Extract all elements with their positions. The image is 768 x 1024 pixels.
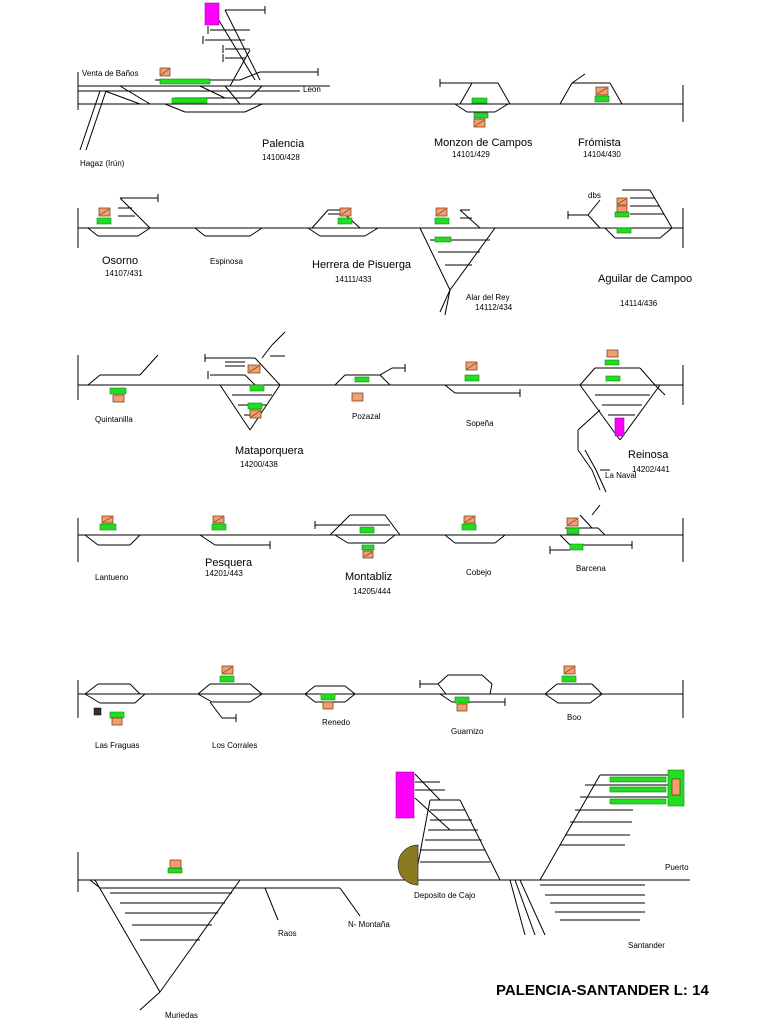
label-alar: Alar del Rey (466, 293, 510, 302)
label-pozazal: Pozazal (352, 412, 381, 421)
label-deposito: Deposito de Cajo (414, 891, 476, 900)
label-espinosa: Espinosa (210, 257, 243, 266)
label-sopena: Sopeña (466, 419, 494, 428)
label-los-corrales: Los Corrales (212, 741, 257, 750)
label-herrera-code: 14111/433 (335, 275, 372, 284)
label-raos: Raos (278, 929, 297, 938)
label-osorno-code: 14107/431 (105, 269, 143, 278)
label-montabliz: Montabliz (345, 571, 392, 583)
label-quintanilla: Quintanilla (95, 415, 133, 424)
label-montabliz-code: 14205/444 (353, 587, 391, 596)
station-labels: Venta de Baños Leon Hagaz (Irún) Palenci… (80, 69, 709, 1020)
label-palencia-code: 14100/428 (262, 153, 300, 162)
row-1-facilities (159, 2, 610, 128)
label-lantueno: Lantueno (95, 573, 129, 582)
turntable-icon (397, 844, 419, 886)
line-title: PALENCIA-SANTANDER L: 14 (496, 982, 709, 999)
row-3-tracks (77, 331, 684, 493)
label-reinosa: Reinosa (628, 449, 669, 461)
row-5-facilities (93, 665, 577, 726)
label-mataporquera-code: 14200/438 (240, 460, 278, 469)
label-boo: Boo (567, 713, 582, 722)
label-venta-de-banos: Venta de Baños (82, 69, 139, 78)
label-alar-code: 14112/434 (475, 303, 513, 312)
label-irun: Hagaz (Irún) (80, 159, 125, 168)
label-la-naval: La Naval (605, 471, 637, 480)
label-barcena: Barcena (576, 564, 606, 573)
label-dbs: dbs (588, 191, 601, 200)
label-pesquera: Pesquera (205, 557, 253, 569)
label-pesquera-code: 14201/443 (205, 569, 243, 578)
label-reinosa-code: 14202/441 (632, 465, 670, 474)
label-puerto: Puerto (665, 863, 689, 872)
row-3-facilities (109, 349, 625, 437)
row-1-tracks (77, 6, 684, 151)
label-palencia: Palencia (262, 138, 305, 150)
label-aguilar-code: 14114/436 (620, 299, 658, 308)
label-leon: Leon (303, 85, 321, 94)
label-las-fraguas: Las Fraguas (95, 741, 139, 750)
label-aguilar: Aguilar de Campoo (598, 273, 692, 285)
label-montana: N- Montaña (348, 920, 390, 929)
row-6-tracks (77, 773, 690, 1011)
row-2-tracks (77, 189, 684, 316)
label-santander: Santander (628, 941, 665, 950)
label-cobejo: Cobejo (466, 568, 492, 577)
row-5-tracks (77, 674, 684, 722)
label-herrera: Herrera de Pisuerga (312, 259, 412, 271)
label-monzon-code: 14101/429 (452, 150, 490, 159)
label-renedo: Renedo (322, 718, 351, 727)
row-2-facilities (96, 197, 632, 243)
label-fromista: Frómista (578, 137, 622, 149)
row-6-facilities (167, 769, 685, 886)
row-4-facilities (99, 515, 584, 559)
row-4-tracks (77, 504, 684, 562)
label-muriedas: Muriedas (165, 1011, 198, 1020)
label-osorno: Osorno (102, 255, 138, 267)
label-monzon: Monzon de Campos (434, 137, 533, 149)
label-fromista-code: 14104/430 (583, 150, 621, 159)
label-guarnizo: Guarnizo (451, 727, 484, 736)
label-mataporquera: Mataporquera (235, 445, 304, 457)
